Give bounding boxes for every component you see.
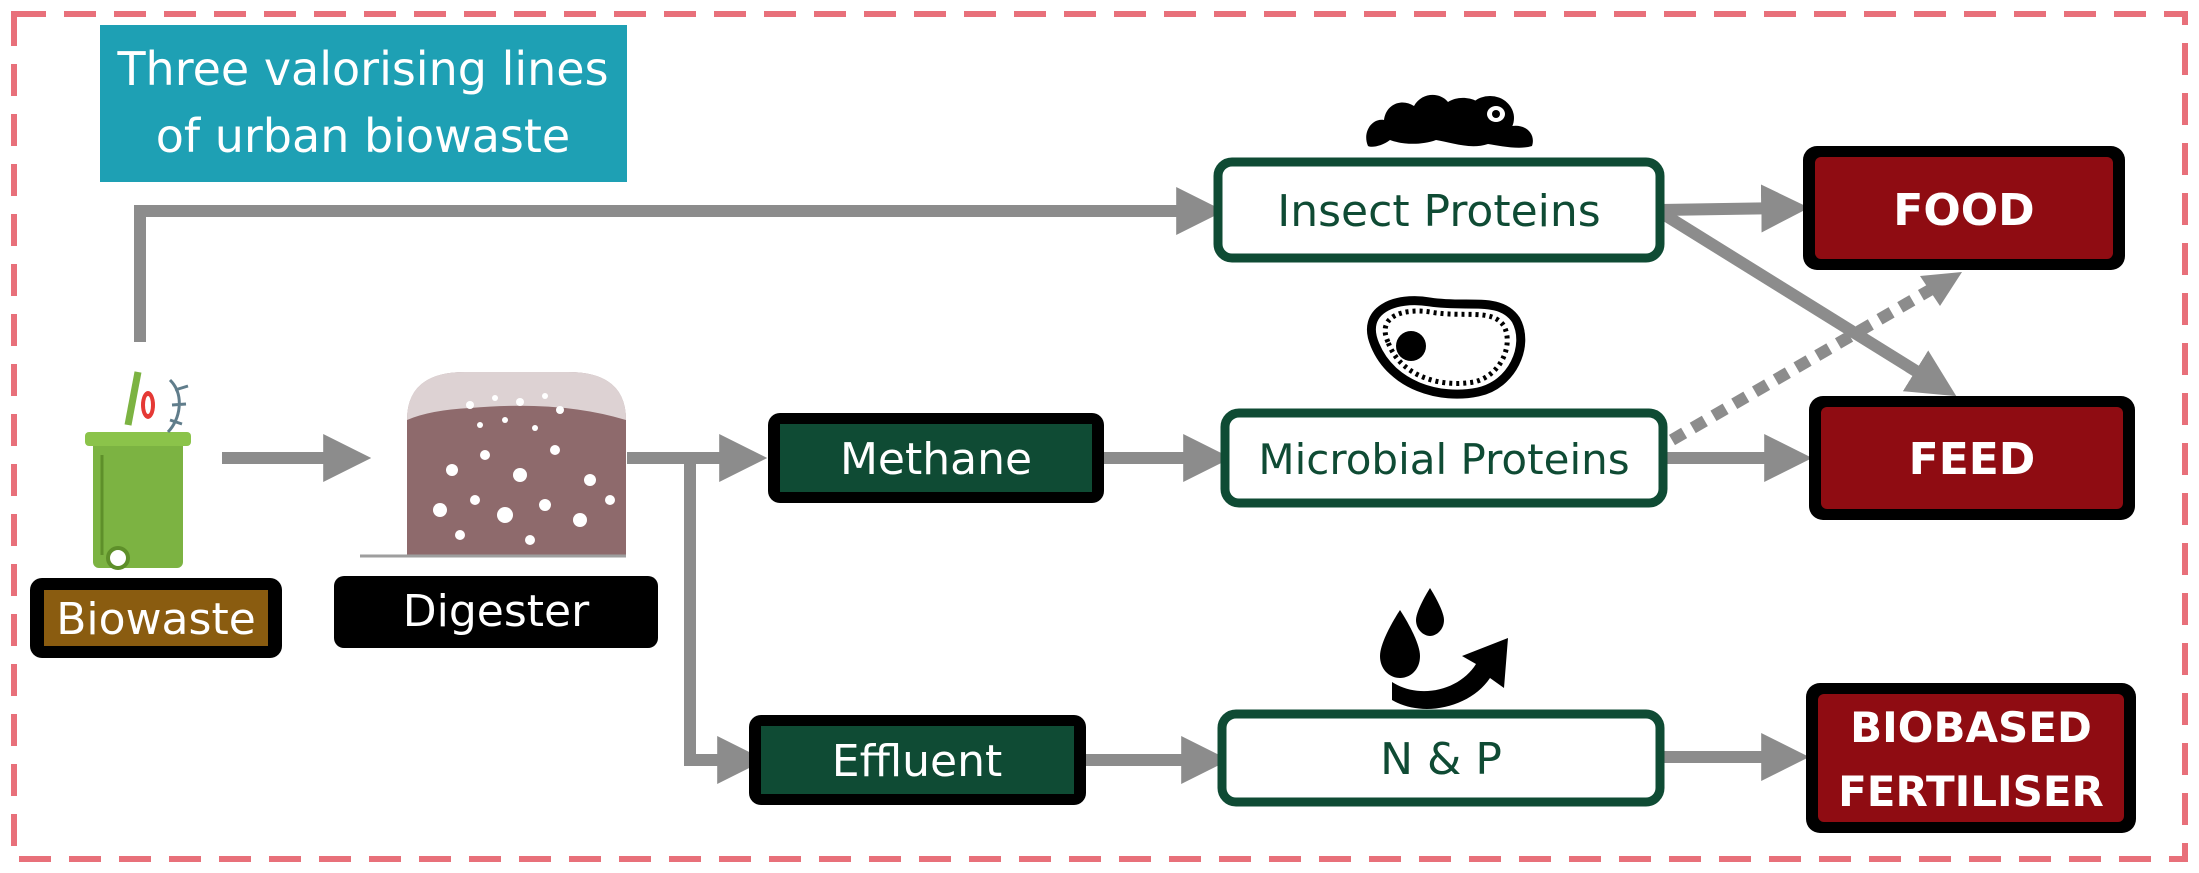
microbe-cell-icon: [1366, 296, 1526, 399]
digester-tank-icon: [360, 372, 626, 558]
fertiliser-label-line1: BIOBASED: [1850, 703, 2092, 752]
digester-node: Digester: [334, 576, 658, 648]
arrow-digester-to-effluent: [684, 458, 766, 784]
arrow-insect-to-feed: [1656, 206, 1957, 397]
microbial-proteins-label: Microbial Proteins: [1258, 435, 1629, 484]
dashed-border: [11, 11, 2188, 862]
methane-label: Methane: [840, 434, 1032, 485]
droplets-arrow-icon: [1380, 588, 1508, 709]
arrow-microbial-to-food-dotted: [1668, 284, 1934, 446]
arrow-biowaste-to-insect: [134, 187, 1225, 342]
larva-icon: [1366, 94, 1533, 148]
arrow-microbial-to-food-head: [1920, 272, 1962, 306]
food-node: FOOD: [1803, 146, 2125, 270]
food-label: FOOD: [1893, 185, 2034, 236]
effluent-label: Effluent: [832, 736, 1002, 787]
feed-label: FEED: [1909, 434, 2036, 485]
insect-proteins-node: Insect Proteins: [1213, 157, 1665, 263]
effluent-node: Effluent: [749, 715, 1086, 805]
digester-label: Digester: [403, 586, 590, 637]
title-line-2: of urban biowaste: [156, 109, 570, 163]
np-node: N & P: [1217, 709, 1665, 807]
microbial-proteins-node: Microbial Proteins: [1220, 408, 1668, 508]
methane-node: Methane: [768, 413, 1104, 503]
title-line-1: Three valorising lines: [116, 42, 608, 96]
green-bin-icon: [85, 371, 191, 570]
arrow-insect-to-food: [1659, 184, 1810, 233]
connectors: [134, 184, 1957, 784]
feed-node: FEED: [1809, 396, 2135, 520]
title-box: Three valorising lines of urban biowaste: [100, 25, 627, 182]
biowaste-node: Biowaste: [30, 578, 282, 658]
fertiliser-label-line2: FERTILISER: [1838, 767, 2104, 816]
insect-proteins-label: Insect Proteins: [1277, 186, 1600, 237]
fertiliser-node: BIOBASED FERTILISER: [1806, 683, 2136, 833]
np-label: N & P: [1380, 734, 1502, 785]
biowaste-label: Biowaste: [56, 594, 256, 645]
